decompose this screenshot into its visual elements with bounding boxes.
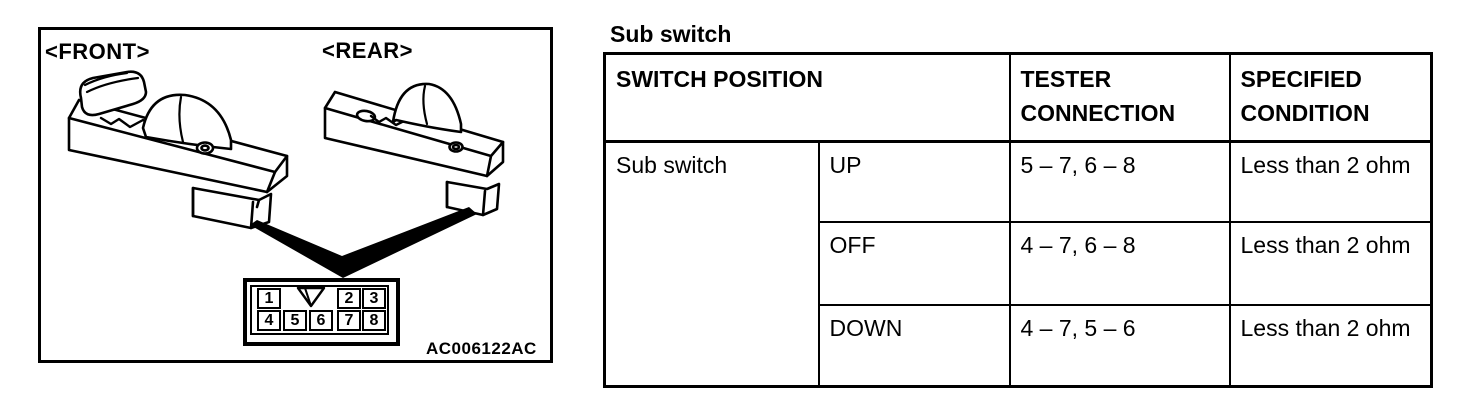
front-switch-illustration [67, 70, 289, 230]
connector-pinout-inner: 1 2 3 4 5 6 7 8 [250, 285, 389, 335]
connector-pin-1: 1 [257, 288, 281, 309]
connector-keyway-icon [296, 287, 326, 308]
connector-pin-6: 6 [309, 310, 333, 331]
sub-switch-spec-table: SWITCH POSITION TESTER CONNECTION SPECIF… [603, 52, 1433, 388]
cell-connection-up: 5 – 7, 6 – 8 [1008, 140, 1231, 223]
cell-position-off: OFF [817, 220, 1011, 306]
connector-pin-3: 3 [362, 288, 386, 309]
header-specified-condition: SPECIFIED CONDITION [1228, 52, 1433, 143]
table-header-row: SWITCH POSITION TESTER CONNECTION SPECIF… [603, 52, 1433, 143]
cell-position-up: UP [817, 140, 1011, 223]
table-row: DOWN 4 – 7, 5 – 6 Less than 2 ohm [605, 303, 1433, 388]
connector-pin-7: 7 [337, 310, 361, 331]
switch-line-drawing [67, 70, 505, 278]
header-switch-position: SWITCH POSITION [603, 52, 1011, 143]
cell-position-down: DOWN [817, 303, 1011, 388]
cell-connection-off: 4 – 7, 6 – 8 [1008, 220, 1231, 306]
connector-pin-8: 8 [362, 310, 386, 331]
rear-switch-illustration [323, 82, 505, 217]
connector-pin-2: 2 [337, 288, 361, 309]
cell-group-label: Sub switch [603, 140, 820, 388]
cell-condition-off: Less than 2 ohm [1228, 220, 1433, 306]
rear-switch-label: <REAR> [322, 38, 414, 63]
switch-figure-panel: <FRONT> <REAR> [38, 27, 553, 363]
header-tester-connection: TESTER CONNECTION [1008, 52, 1231, 143]
cell-connection-down: 4 – 7, 5 – 6 [1008, 303, 1231, 388]
cell-condition-up: Less than 2 ohm [1228, 140, 1433, 223]
table-title: Sub switch [610, 21, 732, 47]
cell-condition-down: Less than 2 ohm [1228, 303, 1433, 388]
pointer-arrows [250, 207, 477, 278]
connector-pinout: 1 2 3 4 5 6 7 8 [243, 278, 400, 346]
table-row: OFF 4 – 7, 6 – 8 Less than 2 ohm [605, 220, 1433, 306]
connector-pin-4: 4 [257, 310, 281, 331]
connector-pin-5: 5 [283, 310, 307, 331]
front-switch-label: <FRONT> [45, 39, 150, 64]
figure-code: AC006122AC [426, 339, 537, 358]
table-row: Sub switch UP 5 – 7, 6 – 8 Less than 2 o… [603, 140, 1433, 388]
